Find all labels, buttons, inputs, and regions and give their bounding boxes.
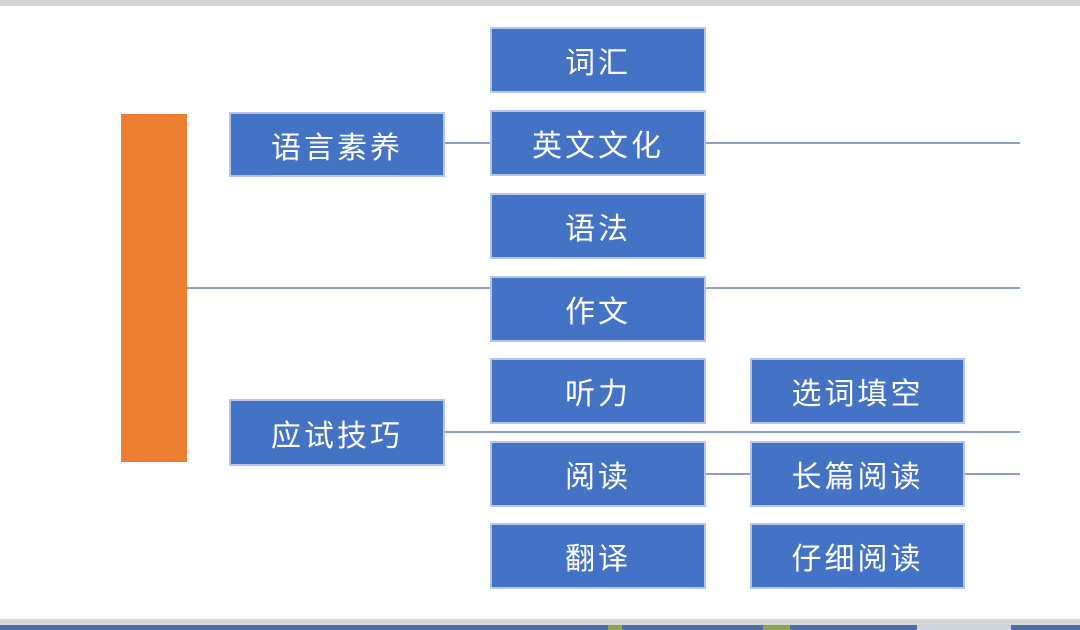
subtopic-node-word-fill-blank: 选词填空 <box>750 358 965 424</box>
peek-segment-green <box>763 625 790 630</box>
topic-node-vocabulary: 词汇 <box>490 27 706 93</box>
connector-line <box>706 142 1020 144</box>
topic-node-label: 作文 <box>565 296 631 329</box>
topic-node-writing: 作文 <box>490 276 706 342</box>
peek-segment-light <box>917 625 1011 630</box>
subtopic-node-long-passage-reading: 长篇阅读 <box>750 441 965 507</box>
branch-node-language-literacy: 语言素养 <box>229 112 445 177</box>
connector-line <box>965 473 1020 475</box>
subtopic-node-label: 仔细阅读 <box>791 543 924 576</box>
topic-node-label: 翻译 <box>565 543 631 576</box>
connector-line <box>706 473 750 475</box>
branch-node-test-skills: 应试技巧 <box>229 399 445 466</box>
topic-node-label: 听力 <box>565 378 631 411</box>
topic-node-label: 语法 <box>565 213 631 246</box>
topic-node-translation: 翻译 <box>490 523 706 589</box>
top-border-strip <box>0 0 1080 6</box>
branch-node-label: 语言素养 <box>271 131 403 165</box>
topic-node-reading: 阅读 <box>490 441 706 507</box>
topic-node-english-culture: 英文文化 <box>490 110 706 176</box>
topic-node-grammar: 语法 <box>490 193 706 259</box>
topic-node-label: 英文文化 <box>532 130 664 163</box>
topic-node-listening: 听力 <box>490 358 706 424</box>
subtopic-node-careful-reading: 仔细阅读 <box>750 523 965 589</box>
branch-node-label: 应试技巧 <box>271 419 403 453</box>
connector-line <box>445 142 491 144</box>
peek-segment-green <box>608 625 622 630</box>
topic-node-label: 阅读 <box>565 461 631 494</box>
subtopic-node-label: 长篇阅读 <box>791 461 924 494</box>
subtopic-node-label: 选词填空 <box>791 378 924 411</box>
topic-node-label: 词汇 <box>565 47 631 80</box>
next-slide-peek-strip <box>0 625 1080 630</box>
root-node-bar <box>121 114 187 462</box>
connector-line <box>445 431 1020 433</box>
bottom-border-strip <box>0 619 1080 625</box>
